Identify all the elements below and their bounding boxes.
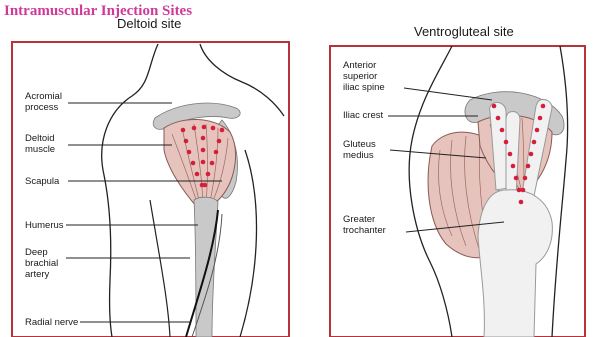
ventrogluteal-back-outline [552, 46, 568, 337]
label-gluteus-medius: Gluteus medius [343, 139, 376, 161]
label-iliac-crest: Iliac crest [343, 110, 383, 121]
label-radial-nerve: Radial nerve [25, 317, 78, 328]
deltoid-arm-outline-inner [150, 200, 170, 337]
deltoid-body-outline [102, 44, 158, 337]
label-acromial-process: Acromial process [25, 91, 62, 113]
label-deltoid-muscle: Deltoid muscle [25, 133, 55, 155]
label-anterior-superior-iliac-spine: Anterior superior iliac spine [343, 60, 385, 93]
deltoid-arm-outline [240, 150, 256, 337]
label-greater-trochanter: Greater trochanter [343, 214, 386, 236]
label-humerus: Humerus [25, 220, 64, 231]
deltoid-panel-frame [12, 42, 289, 337]
label-scapula: Scapula [25, 176, 59, 187]
label-deep-brachial-artery: Deep brachial artery [25, 247, 58, 280]
